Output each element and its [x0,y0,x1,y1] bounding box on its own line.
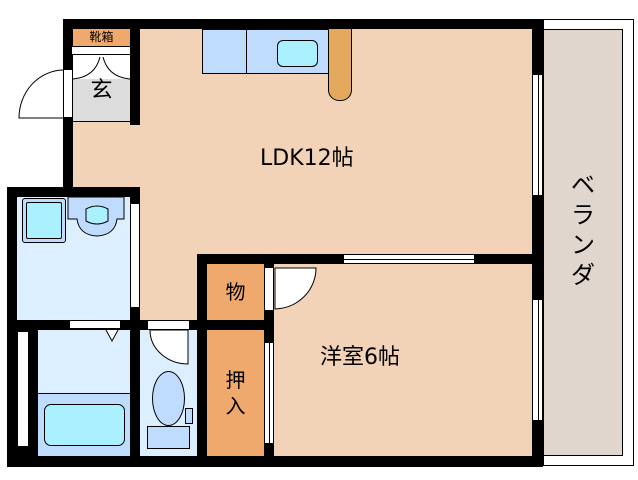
washing-machine-pan [26,202,62,239]
entrance-label: 玄 [90,78,113,103]
wall-left-mid [63,118,73,188]
ldk-floor-lower [140,180,197,320]
ldk-label: LDK12帖 [260,146,354,171]
storage-door[interactable] [264,268,274,310]
toilet-bowl[interactable] [152,371,185,426]
wall-top [63,19,543,29]
balcony-label: ベ ラ ン ダ [568,170,598,290]
western-room [274,264,532,456]
bath-door-fold [105,329,119,343]
toilet-door-opening [148,320,189,330]
balcony-char: ラ [571,201,595,229]
shoe-box-door[interactable] [71,46,131,55]
wall-right [532,19,543,467]
shoe-box-door-swing [72,56,131,80]
storage [207,264,264,320]
western-room-door[interactable] [274,267,318,310]
balcony [543,29,623,456]
entrance-wall-right [130,29,140,125]
refrigerator [328,29,352,101]
entrance-upper [73,55,130,79]
front-door-opening [63,69,73,118]
western-room-label: 洋室6帖 [320,345,400,370]
balcony-char: ダ [571,261,595,289]
closet [207,330,264,456]
bath-window[interactable] [17,332,29,446]
kitchen-sink[interactable] [277,40,318,67]
wall-bottom [7,456,543,467]
closet-label: 押 入 [207,367,264,419]
ldk-window[interactable] [532,75,543,195]
balcony-char: ン [571,231,595,259]
kitchen-counter-left [202,29,247,74]
toilet-lever [185,408,193,424]
washbasin [67,196,125,237]
front-door[interactable] [18,69,64,119]
washroom-door[interactable] [130,202,140,307]
western-room-window[interactable] [532,300,543,420]
bathtub[interactable] [44,404,125,446]
western-room-sliding-door[interactable] [344,254,474,264]
closet-label-line2: 入 [225,394,246,418]
closet-label-line1: 押 [225,368,246,392]
closet-sliding-door[interactable] [264,343,274,443]
bath-door[interactable] [70,320,120,329]
shoe-box-label: 靴箱 [89,30,114,44]
storage-label: 物 [225,280,246,304]
wall-left-upper [63,19,73,69]
toilet-tank [147,426,190,449]
shoe-box [73,29,130,46]
toilet-door[interactable] [149,329,189,366]
balcony-char: ベ [571,171,595,199]
